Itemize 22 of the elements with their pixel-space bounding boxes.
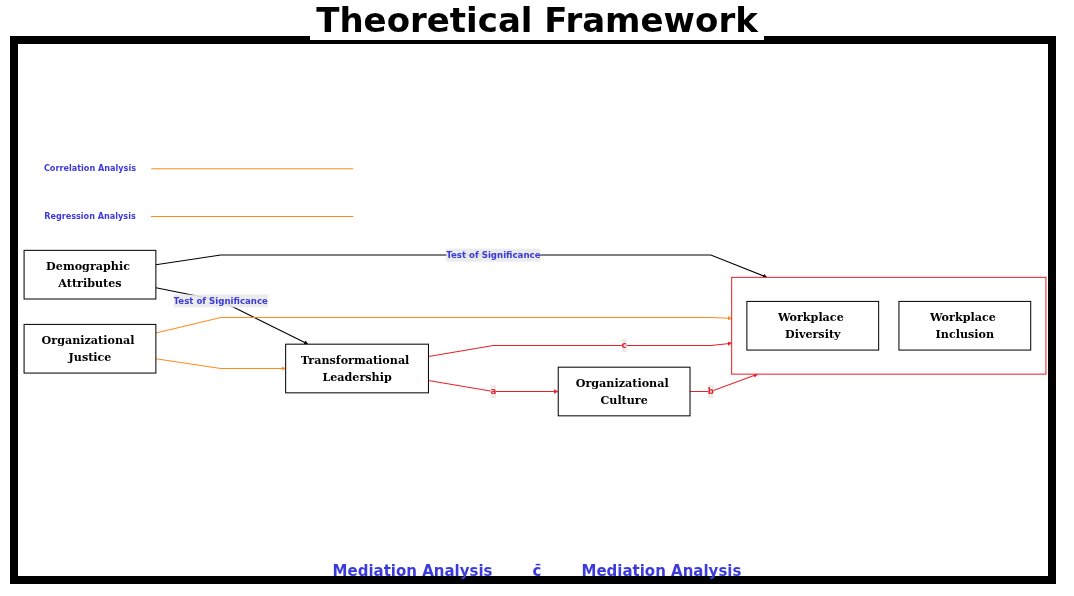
note-text: Mediation Analysis (332, 562, 493, 580)
node-box: Workplace Diversity (746, 300, 880, 351)
node-text: Correlation Analysis (43, 163, 137, 173)
node-box: Demographic Attributes (23, 249, 157, 300)
node-box: Organizational Justice (23, 323, 157, 374)
edge-label: b (707, 385, 714, 396)
arrow (155, 315, 732, 334)
note-text: c̄ (532, 562, 542, 580)
connector (150, 215, 354, 217)
edge-label: a (490, 385, 497, 396)
note-text: Mediation Analysis (581, 562, 742, 580)
cluster (731, 276, 1047, 375)
node-box: Organizational Culture (557, 366, 691, 416)
edge-label: Test of Significance (446, 249, 541, 260)
edge-label: c (621, 339, 627, 350)
node-box: Transformational Leadership (285, 343, 429, 393)
arrow (155, 357, 286, 371)
edge-label: Test of Significance (173, 294, 268, 306)
node-text: Regression Analysis (44, 210, 136, 221)
arrow (155, 286, 309, 344)
node-box: Workplace Inclusion (898, 300, 1032, 351)
connector (150, 167, 354, 169)
